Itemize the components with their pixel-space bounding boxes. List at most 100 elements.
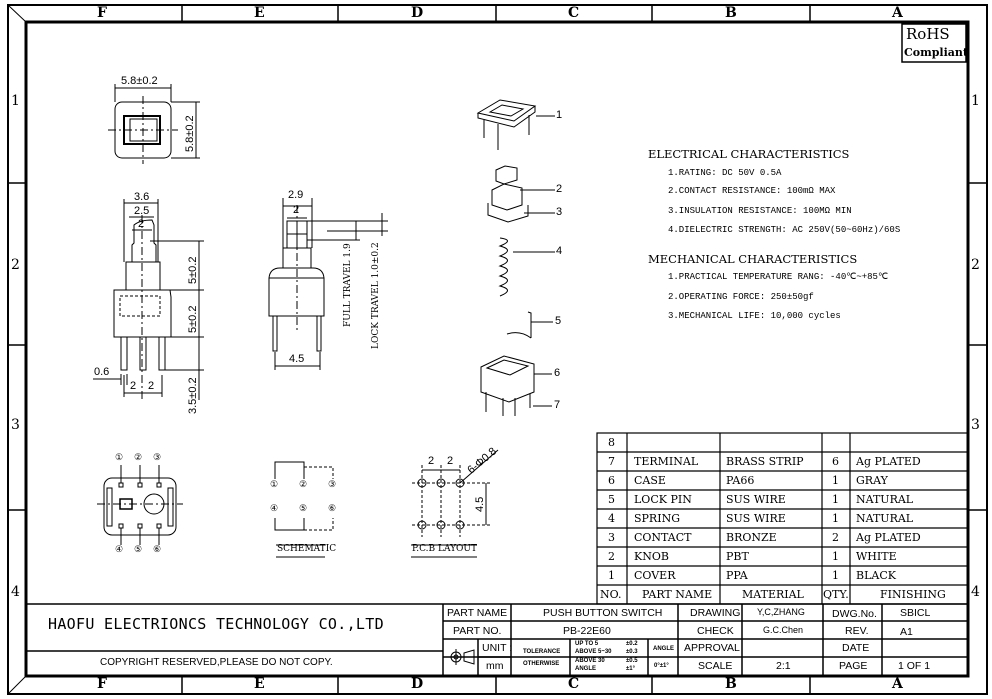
rev-label: REV. [845,625,869,637]
zone-col-d-bottom: D [411,676,424,692]
unit-label: UNIT : [482,642,513,654]
table-cell: PBT [726,550,749,563]
table-cell: 1 [832,569,839,582]
zone-col-c-top: C [568,5,580,21]
tol-range: UP TO 5 [575,641,599,647]
pin-label: ② [134,453,143,463]
table-header: NO. [600,588,622,601]
part-callout: 1 [556,109,563,121]
tol-range: ABOVE 30 [575,658,605,664]
side-view [268,198,388,370]
dwg-no-value: SBICL [900,607,931,619]
table-header: FINISHING [880,588,946,601]
tol-range: ANGLE [575,666,596,672]
table-cell: BLACK [856,569,896,582]
zone-row-4-left: 4 [11,584,20,600]
zone-col-f-bottom: F [97,676,107,692]
table-cell: SUS WIRE [726,512,786,525]
zone-col-f-top: F [97,5,107,21]
dim-upper-height: 5±0.2 [187,256,199,284]
table-header: PART NAME [642,588,713,601]
zone-col-d-top: D [411,5,424,21]
table-cell: CASE [634,474,666,487]
part-callout: 5 [555,315,562,327]
dim-side-2-9: 2.9 [288,189,304,201]
page-label: PAGE [839,660,868,672]
unit-value: mm [486,660,504,672]
tol-value: ±0.2 [626,641,638,647]
zone-col-b-top: B [725,5,737,21]
table-cell: COVER [634,569,676,582]
table-cell: CONTACT [634,531,692,544]
zone-col-c-bottom: C [568,676,580,692]
scale-value: 2:1 [776,660,791,672]
angle-value: 0°±1° [654,663,669,669]
projection-symbol-icon [446,648,476,666]
inner-border [24,20,970,678]
schematic-pin: ② [299,480,308,490]
part-callout: 4 [556,245,563,257]
table-cell: 4 [608,512,615,525]
pcb-pitch-2: 2 [447,455,454,467]
dim-side-4-5: 4.5 [289,353,305,365]
electrical-item: 3.INSULATION RESISTANCE: 100MΩ MIN [668,206,852,216]
pcb-pitch-1: 2 [428,455,435,467]
table-cell: BRASS STRIP [726,455,804,468]
electrical-item: 4.DIELECTRIC STRENGTH: AC 250V(50~60Hz)/… [668,225,901,235]
zone-col-a-bottom: A [892,676,903,692]
zone-row-1-left: 1 [11,93,20,109]
table-cell: SUS WIRE [726,493,786,506]
copyright-notice: COPYRIGHT RESERVED,PLEASE DO NOT COPY. [100,657,333,668]
table-cell: 6 [832,455,839,468]
schematic-pin: ③ [328,480,337,490]
mechanical-item: 2.OPERATING FORCE: 250±50gf [668,292,814,302]
zone-row-4-right: 4 [971,584,980,600]
table-cell: 3 [608,531,615,544]
bottom-view [97,465,183,545]
tolerance-label: TOLERANCE [523,649,561,655]
part-callout: 3 [556,206,563,218]
table-cell: LOCK PIN [634,493,692,506]
table-cell: 1 [608,569,615,582]
exploded-view [476,99,555,416]
table-cell: 8 [608,436,615,449]
table-cell: 1 [832,493,839,506]
table-cell: 5 [608,493,615,506]
table-cell: WHITE [856,550,897,563]
dim-2: 2 [138,218,145,230]
table-cell: 1 [832,474,839,487]
page-value: 1 OF 1 [898,660,931,672]
zone-col-e-bottom: E [254,676,265,692]
rohs-compliant: Compliant [904,46,968,59]
table-cell: 1 [832,512,839,525]
table-cell: SPRING [634,512,680,525]
dim-lock-travel: LOCK TRAVEL 1.0±0.2 [371,242,381,349]
electrical-item: 1.RATING: DC 50V 0.5A [668,168,782,178]
table-cell: Ag PLATED [856,455,921,468]
scale-label: SCALE [698,660,733,672]
table-cell: PA66 [726,474,755,487]
schematic-pin: ⑥ [328,504,337,514]
table-header: QTY. [823,588,849,601]
schematic-pin: ⑤ [299,504,308,514]
pin-label: ⑥ [153,545,162,555]
outer-border [7,4,988,695]
table-cell: NATURAL [856,512,914,525]
tol-value: ±0.3 [626,649,638,655]
tol-value: ±0.5 [626,658,638,664]
dim-2-5: 2.5 [134,205,150,217]
dim-pin-height: 3.5±0.2 [187,377,199,414]
zone-row-2-left: 2 [11,257,20,273]
dim-pitch-2: 2 [148,380,155,392]
angle-label: ANGLE [653,646,674,652]
dim-pin-width: 0.6 [94,366,110,378]
zone-row-3-left: 3 [11,417,20,433]
part-callout: 2 [556,183,563,195]
part-name-label: PART NAME [447,607,508,619]
table-cell: Ag PLATED [856,531,921,544]
table-header: MATERIAL [742,588,804,601]
dim-top-height: 5.8±0.2 [184,115,196,152]
schematic-diagram [274,461,334,558]
